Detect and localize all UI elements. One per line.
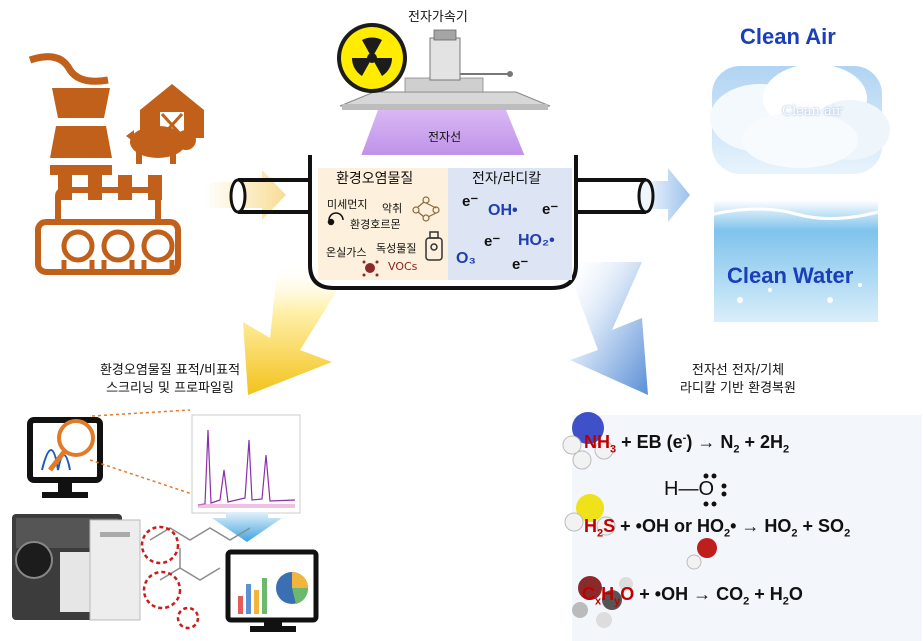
result-monitor-icon — [225, 549, 319, 632]
molecule-structure-image — [140, 525, 251, 630]
monitor-icon — [27, 417, 103, 498]
nh3-molecule-image — [562, 412, 614, 470]
virus-icon — [362, 260, 379, 277]
molecule-network-icon — [412, 196, 440, 222]
beam-label: 전자선 — [428, 130, 462, 144]
radical-e2: e⁻ — [542, 201, 559, 218]
radical-o3: O₃ — [456, 250, 476, 267]
restoration-line-1: 전자선 전자/기체 — [691, 363, 785, 378]
clean-water-image — [713, 200, 879, 322]
screening-caption: 환경오염물질 표적/비표적 스크리닝 및 프로파일링 — [60, 362, 280, 398]
clean-air-cloud-text: Clean air — [782, 104, 843, 119]
reaction-nh3: NH3 + EB (e-) → N2 + 2H2 — [584, 432, 790, 456]
clean-air-title: Clean Air — [740, 24, 836, 49]
screening-line-2: 스크리닝 및 프로파일링 — [106, 381, 234, 396]
toxic-bottle-icon — [425, 231, 443, 261]
chimney-icon — [50, 88, 112, 175]
radiation-icon — [337, 23, 407, 93]
hydroxyl-radical-image — [686, 538, 717, 570]
oh-lewis-dots — [703, 473, 727, 507]
pollutant-vocs: VOCs — [388, 260, 418, 273]
pig-icon — [126, 126, 196, 164]
radical-ho2: HO₂• — [518, 232, 555, 249]
pollutant-odor: 악취 — [382, 202, 403, 215]
hydroxyl-label: H—O — [664, 478, 714, 500]
radical-e1: e⁻ — [462, 193, 479, 210]
reaction-nh3-reactant: NH — [584, 432, 610, 452]
radical-e4: e⁻ — [512, 256, 529, 273]
magnifier-icon — [48, 419, 95, 472]
smokestack-row-icon — [58, 175, 162, 200]
headphone-icon — [327, 212, 344, 226]
clean-water-title: Clean Water — [727, 263, 854, 288]
accelerator-device — [339, 29, 551, 110]
factory-boilers-icon — [61, 229, 175, 270]
mass-spectrometer-image — [12, 514, 141, 621]
reaction-h2s: H2S + •OH or HO2• → HO2 + SO2 — [584, 516, 851, 540]
down-arrow-icon — [212, 512, 282, 542]
screening-line-1: 환경오염물질 표적/비표적 — [99, 363, 241, 378]
reaction-organic: CxHyO + •OH → CO2 + H2O — [582, 584, 803, 608]
chromatogram-image — [191, 414, 301, 514]
pollutant-hormone: 환경호르몬 — [350, 218, 401, 231]
reactor-vessel — [229, 155, 655, 290]
restoration-line-2: 라디칼 기반 환경복원 — [680, 381, 796, 396]
pollutants-title: 환경오염물질 — [336, 171, 414, 187]
pollutant-ghg: 온실가스 — [326, 246, 367, 259]
clean-air-cloud-image — [710, 64, 890, 174]
organic-molecule-image — [572, 576, 633, 628]
radicals-title: 전자/라디칼 — [472, 171, 542, 187]
pollutant-toxic: 독성물질 — [376, 242, 417, 255]
radical-e3: e⁻ — [484, 233, 501, 250]
restoration-caption: 전자선 전자/기체 라디칼 기반 환경복원 — [648, 362, 828, 398]
h2s-molecule-image — [564, 494, 616, 536]
pollutant-fine-dust: 미세먼지 — [327, 198, 368, 211]
radical-oh: OH• — [488, 202, 518, 219]
accelerator-label: 전자가속기 — [408, 10, 468, 25]
